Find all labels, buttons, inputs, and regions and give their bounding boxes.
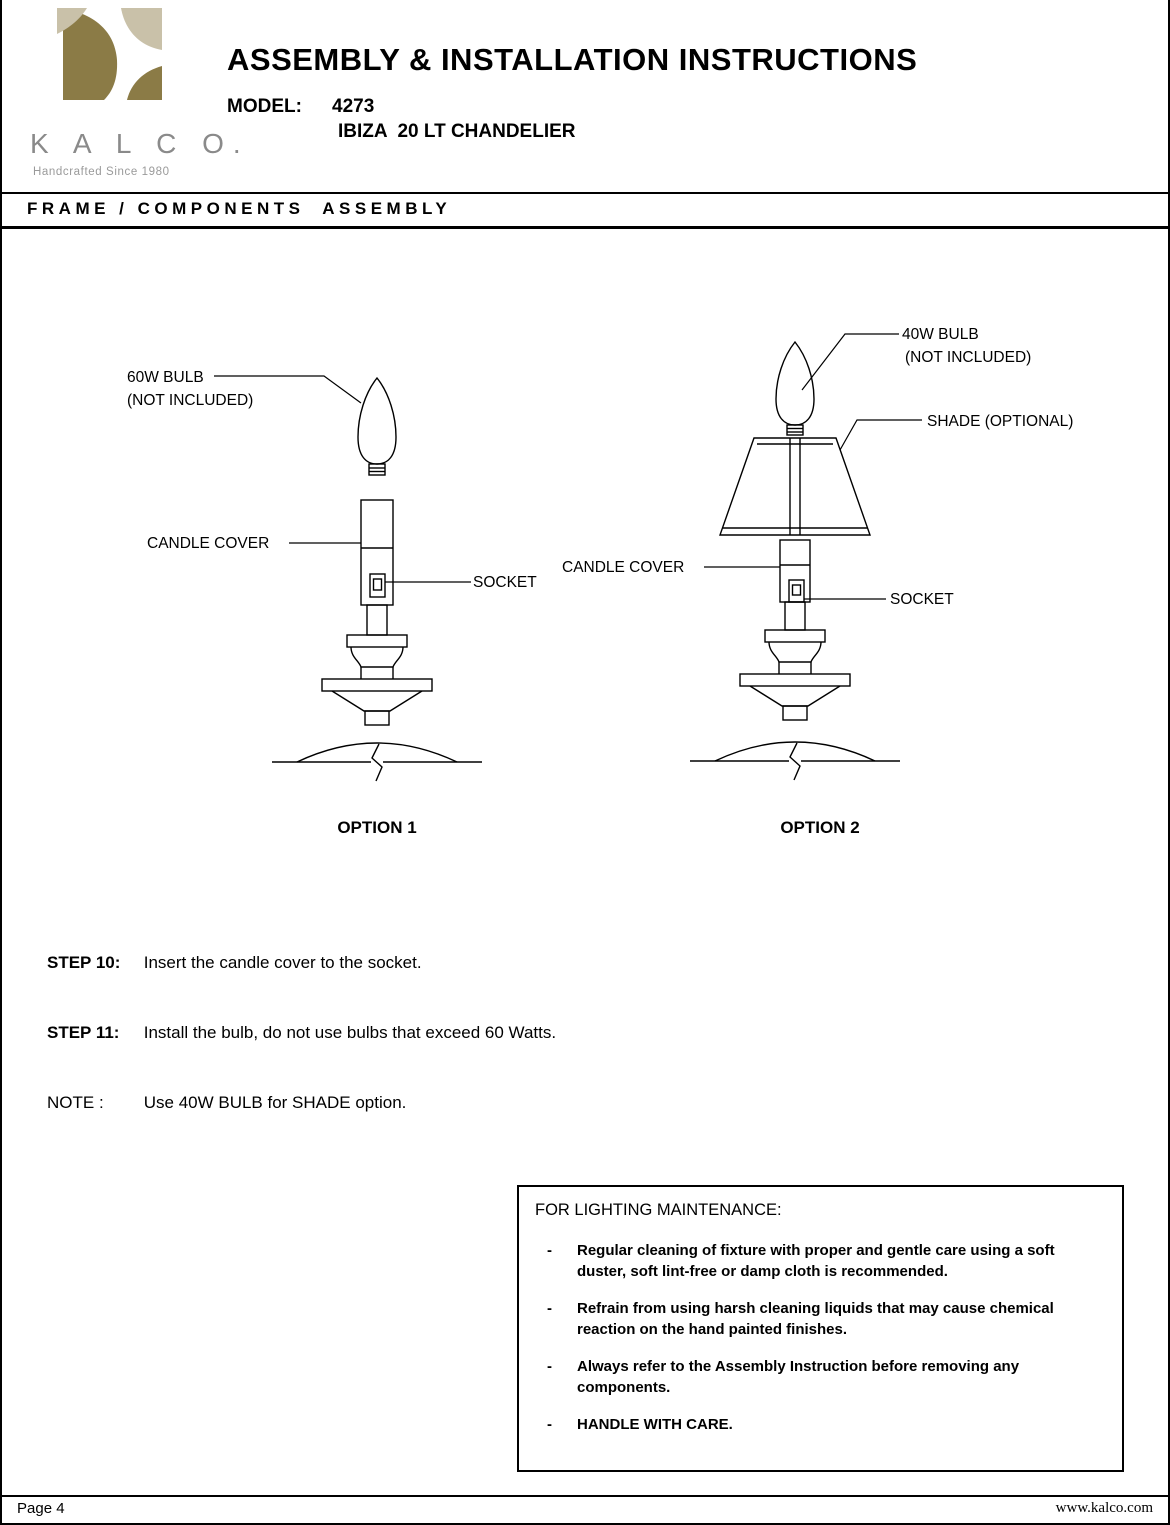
page-title: ASSEMBLY & INSTALLATION INSTRUCTIONS [227,42,918,77]
option1-figure [272,376,482,782]
assembly-diagram: 60W BULB (NOT INCLUDED) CANDLE COVER SOC… [127,326,1073,837]
maintenance-box: FOR LIGHTING MAINTENANCE: - Regular clea… [517,1185,1124,1472]
option1-leader-lines [214,375,471,583]
footer-divider [2,1495,1168,1497]
maintenance-item-text: Regular cleaning of fixture with proper … [577,1242,1055,1280]
option2-bulb-label-line1: 40W BULB [902,326,979,343]
option1-caption: OPTION 1 [337,818,416,837]
maintenance-item: - Refrain from using harsh cleaning liqu… [535,1298,1106,1340]
brand-name: K A L C O. [30,128,250,159]
section-divider [2,226,1168,229]
note-row: NOTE : Use 40W BULB for SHADE option. [47,1093,406,1113]
step-11-row: STEP 11: Install the bulb, do not use bu… [47,1023,556,1043]
note-label: NOTE : [47,1093,104,1112]
maintenance-item: - Regular cleaning of fixture with prope… [535,1240,1106,1282]
step-10-text: Insert the candle cover to the socket. [143,953,422,972]
step-10-row: STEP 10: Insert the candle cover to the … [47,953,422,973]
option2-leader-lines [704,333,922,600]
bullet-dash: - [547,1416,552,1433]
section-title: FRAME / COMPONENTS ASSEMBLY [27,199,452,218]
note-text: Use 40W BULB for SHADE option. [143,1093,407,1112]
bullet-dash: - [547,1358,552,1375]
model-label: MODEL: [227,96,302,117]
kalco-logo-icon [57,8,162,105]
maintenance-item: - Always refer to the Assembly Instructi… [535,1356,1106,1398]
option1-candle-cover-label: CANDLE COVER [147,535,269,552]
maintenance-item-text: Always refer to the Assembly Instruction… [577,1358,1020,1396]
model-number: 4273 [332,96,375,117]
option2-figure [690,340,900,781]
option2-caption: OPTION 2 [780,818,859,837]
option1-bulb-label-line2: (NOT INCLUDED) [127,392,253,409]
maintenance-item-text: Refrain from using harsh cleaning liquid… [577,1300,1054,1338]
footer-website: www.kalco.com [1055,1500,1153,1516]
option2-bulb-label-line2: (NOT INCLUDED) [905,349,1031,366]
step-11-text: Install the bulb, do not use bulbs that … [143,1023,557,1042]
bullet-dash: - [547,1300,552,1317]
footer-page-number: Page 4 [17,1500,65,1517]
maintenance-item: - HANDLE WITH CARE. [535,1414,1106,1435]
maintenance-item-text: HANDLE WITH CARE. [577,1416,733,1433]
option1-bulb-label-line1: 60W BULB [127,369,204,386]
model-name: IBIZA 20 LT CHANDELIER [338,121,576,142]
maintenance-title: FOR LIGHTING MAINTENANCE: [535,1201,782,1219]
header-divider [2,192,1168,194]
bullet-dash: - [547,1242,552,1259]
step-11-label: STEP 11: [47,1023,120,1042]
option2-socket-label: SOCKET [890,591,954,608]
option2-shade-label: SHADE (OPTIONAL) [927,413,1073,430]
option1-socket-label: SOCKET [473,574,537,591]
step-10-label: STEP 10: [47,953,121,972]
option2-candle-cover-label: CANDLE COVER [562,559,684,576]
brand-tagline: Handcrafted Since 1980 [33,166,170,178]
